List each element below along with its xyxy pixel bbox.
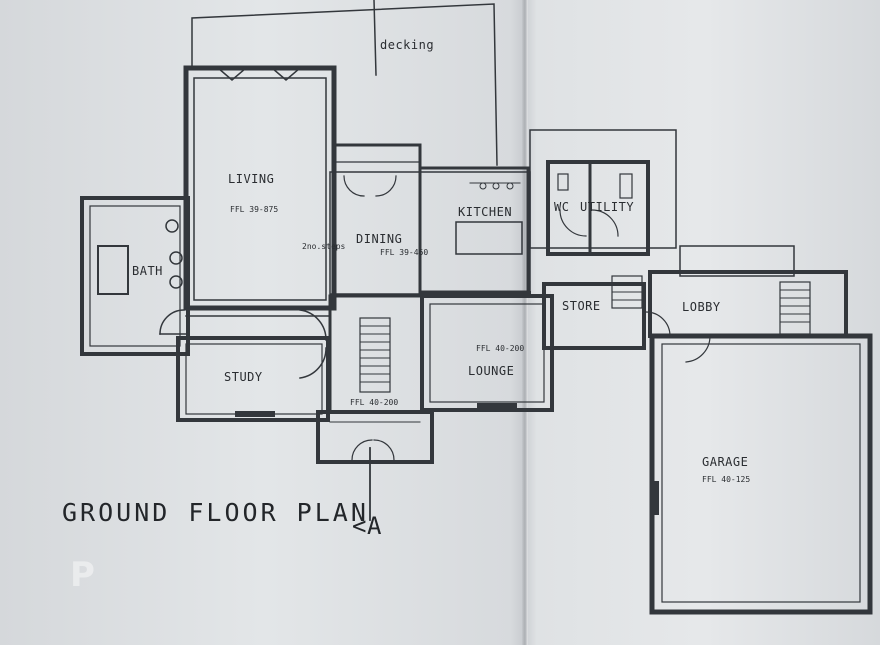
kitchen-walls: [418, 166, 530, 294]
room-label-living: LIVING: [228, 172, 275, 186]
room-label-decking: decking: [380, 38, 435, 52]
lounge-walls: [420, 291, 554, 412]
watermark-logo: P: [70, 555, 96, 595]
room-label-store: STORE: [562, 299, 601, 313]
bath-walls: [80, 196, 190, 356]
lounge-floor-level: FFL 40-200: [476, 344, 525, 353]
decking-outline: [191, 0, 498, 166]
room-label-kitchen: KITCHEN: [458, 205, 513, 219]
section-marker: <A: [352, 512, 382, 540]
paper-fold-crease: [522, 0, 528, 645]
living-room-walls: [183, 65, 337, 311]
room-label-wc: WC: [554, 200, 570, 214]
garage-floor-level: FFL 40-125: [702, 475, 751, 484]
room-label-study: STUDY: [224, 370, 263, 384]
study-walls: [176, 309, 330, 422]
hall-floor-level: FFL 40-200: [350, 398, 399, 407]
hall-and-stairs: [316, 294, 434, 464]
plan-title: GROUND FLOOR PLAN: [62, 498, 369, 527]
corridor-walls: [159, 307, 331, 335]
garage-walls: [649, 333, 873, 615]
room-label-bath: BATH: [132, 264, 163, 278]
living-bay-doors: [216, 66, 302, 81]
room-label-dining: DINING: [356, 232, 403, 246]
dining-floor-level: FFL 39-460: [380, 248, 429, 257]
room-label-utility: UTILITY: [580, 200, 635, 214]
dining-steps-note: 2no.steps: [302, 242, 346, 251]
room-label-lobby: LOBBY: [682, 300, 721, 314]
room-label-garage: GARAGE: [702, 455, 749, 469]
room-label-lounge: LOUNGE: [468, 364, 515, 378]
living-floor-level: FFL 39-875: [230, 205, 279, 214]
wc-utility-walls: [529, 129, 677, 256]
